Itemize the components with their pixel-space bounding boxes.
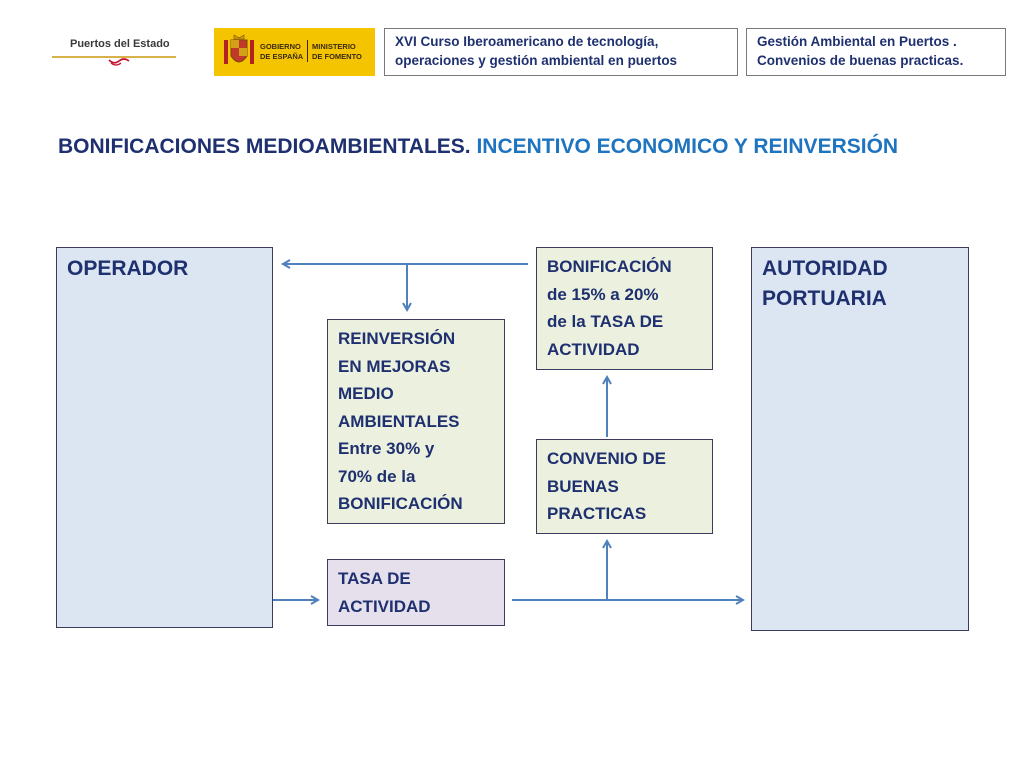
topic-title-line2: Convenios de buenas practicas.	[757, 53, 964, 68]
slide-title: BONIFICACIONES MEDIOAMBIENTALES. INCENTI…	[58, 135, 898, 159]
autoridad-label-line1: AUTORIDAD	[762, 257, 888, 280]
coat-of-arms-icon	[224, 34, 254, 64]
tasa-line: ACTIVIDAD	[338, 596, 431, 616]
course-title-box: XVI Curso Iberoamericano de tecnología, …	[384, 28, 738, 76]
reinversion-line: AMBIENTALES	[338, 411, 460, 431]
reinversion-line: 70% de la	[338, 466, 416, 486]
puertos-del-estado-logo-text: Puertos del Estado	[70, 38, 170, 50]
tasa-line: TASA DE	[338, 569, 411, 588]
logo-underline	[52, 56, 176, 58]
reinversion-line: REINVERSIÓN	[338, 329, 456, 348]
course-title-line1: XVI Curso Iberoamericano de tecnología,	[395, 34, 659, 49]
bonificacion-line: de la TASA DE	[547, 312, 664, 331]
reinversion-line: Entre 30% y	[338, 439, 435, 458]
course-title-line2: operaciones y gestión ambiental en puert…	[395, 53, 678, 68]
slide-title-part1: BONIFICACIONES MEDIOAMBIENTALES.	[58, 135, 471, 158]
autoridad-portuaria-box: AUTORIDAD PORTUARIA	[751, 247, 969, 631]
topic-title-box: Gestión Ambiental en Puertos . Convenios…	[746, 28, 1006, 76]
operador-box: OPERADOR	[56, 247, 273, 628]
convenio-box: CONVENIO DE BUENAS PRACTICAS	[536, 439, 713, 534]
puertos-del-estado-logo: Puertos del Estado	[52, 30, 178, 70]
convenio-line: CONVENIO DE	[547, 449, 667, 468]
reinversion-line: BONIFICACIÓN	[338, 494, 463, 513]
logo-separator	[307, 40, 308, 62]
convenio-line: PRACTICAS	[547, 504, 647, 523]
reinversion-line: EN MEJORAS	[338, 356, 451, 376]
reinversion-box: REINVERSIÓN EN MEJORAS MEDIO AMBIENTALES…	[327, 319, 505, 524]
autoridad-label-line2: PORTUARIA	[762, 287, 887, 310]
bonificacion-line: ACTIVIDAD	[547, 339, 640, 359]
topic-title-line1: Gestión Ambiental en Puertos .	[757, 34, 957, 49]
reinversion-line: MEDIO	[338, 384, 394, 403]
gobierno-text: GOBIERNO DE ESPAÑA	[260, 42, 304, 61]
bonificacion-box: BONIFICACIÓN de 15% a 20% de la TASA DE …	[536, 247, 713, 370]
convenio-line: BUENAS	[547, 476, 619, 496]
operador-label: OPERADOR	[67, 257, 189, 280]
bonificacion-line: de 15% a 20%	[547, 284, 659, 304]
gobierno-espana-logo: GOBIERNO DE ESPAÑA MINISTERIO DE FOMENTO	[214, 28, 375, 76]
ministerio-text: MINISTERIO DE FOMENTO	[312, 42, 362, 61]
tasa-actividad-box: TASA DE ACTIVIDAD	[327, 559, 505, 626]
wave-icon	[108, 58, 130, 66]
slide-title-part2: INCENTIVO ECONOMICO Y REINVERSIÓN	[470, 135, 899, 158]
bonificacion-line: BONIFICACIÓN	[547, 257, 672, 276]
